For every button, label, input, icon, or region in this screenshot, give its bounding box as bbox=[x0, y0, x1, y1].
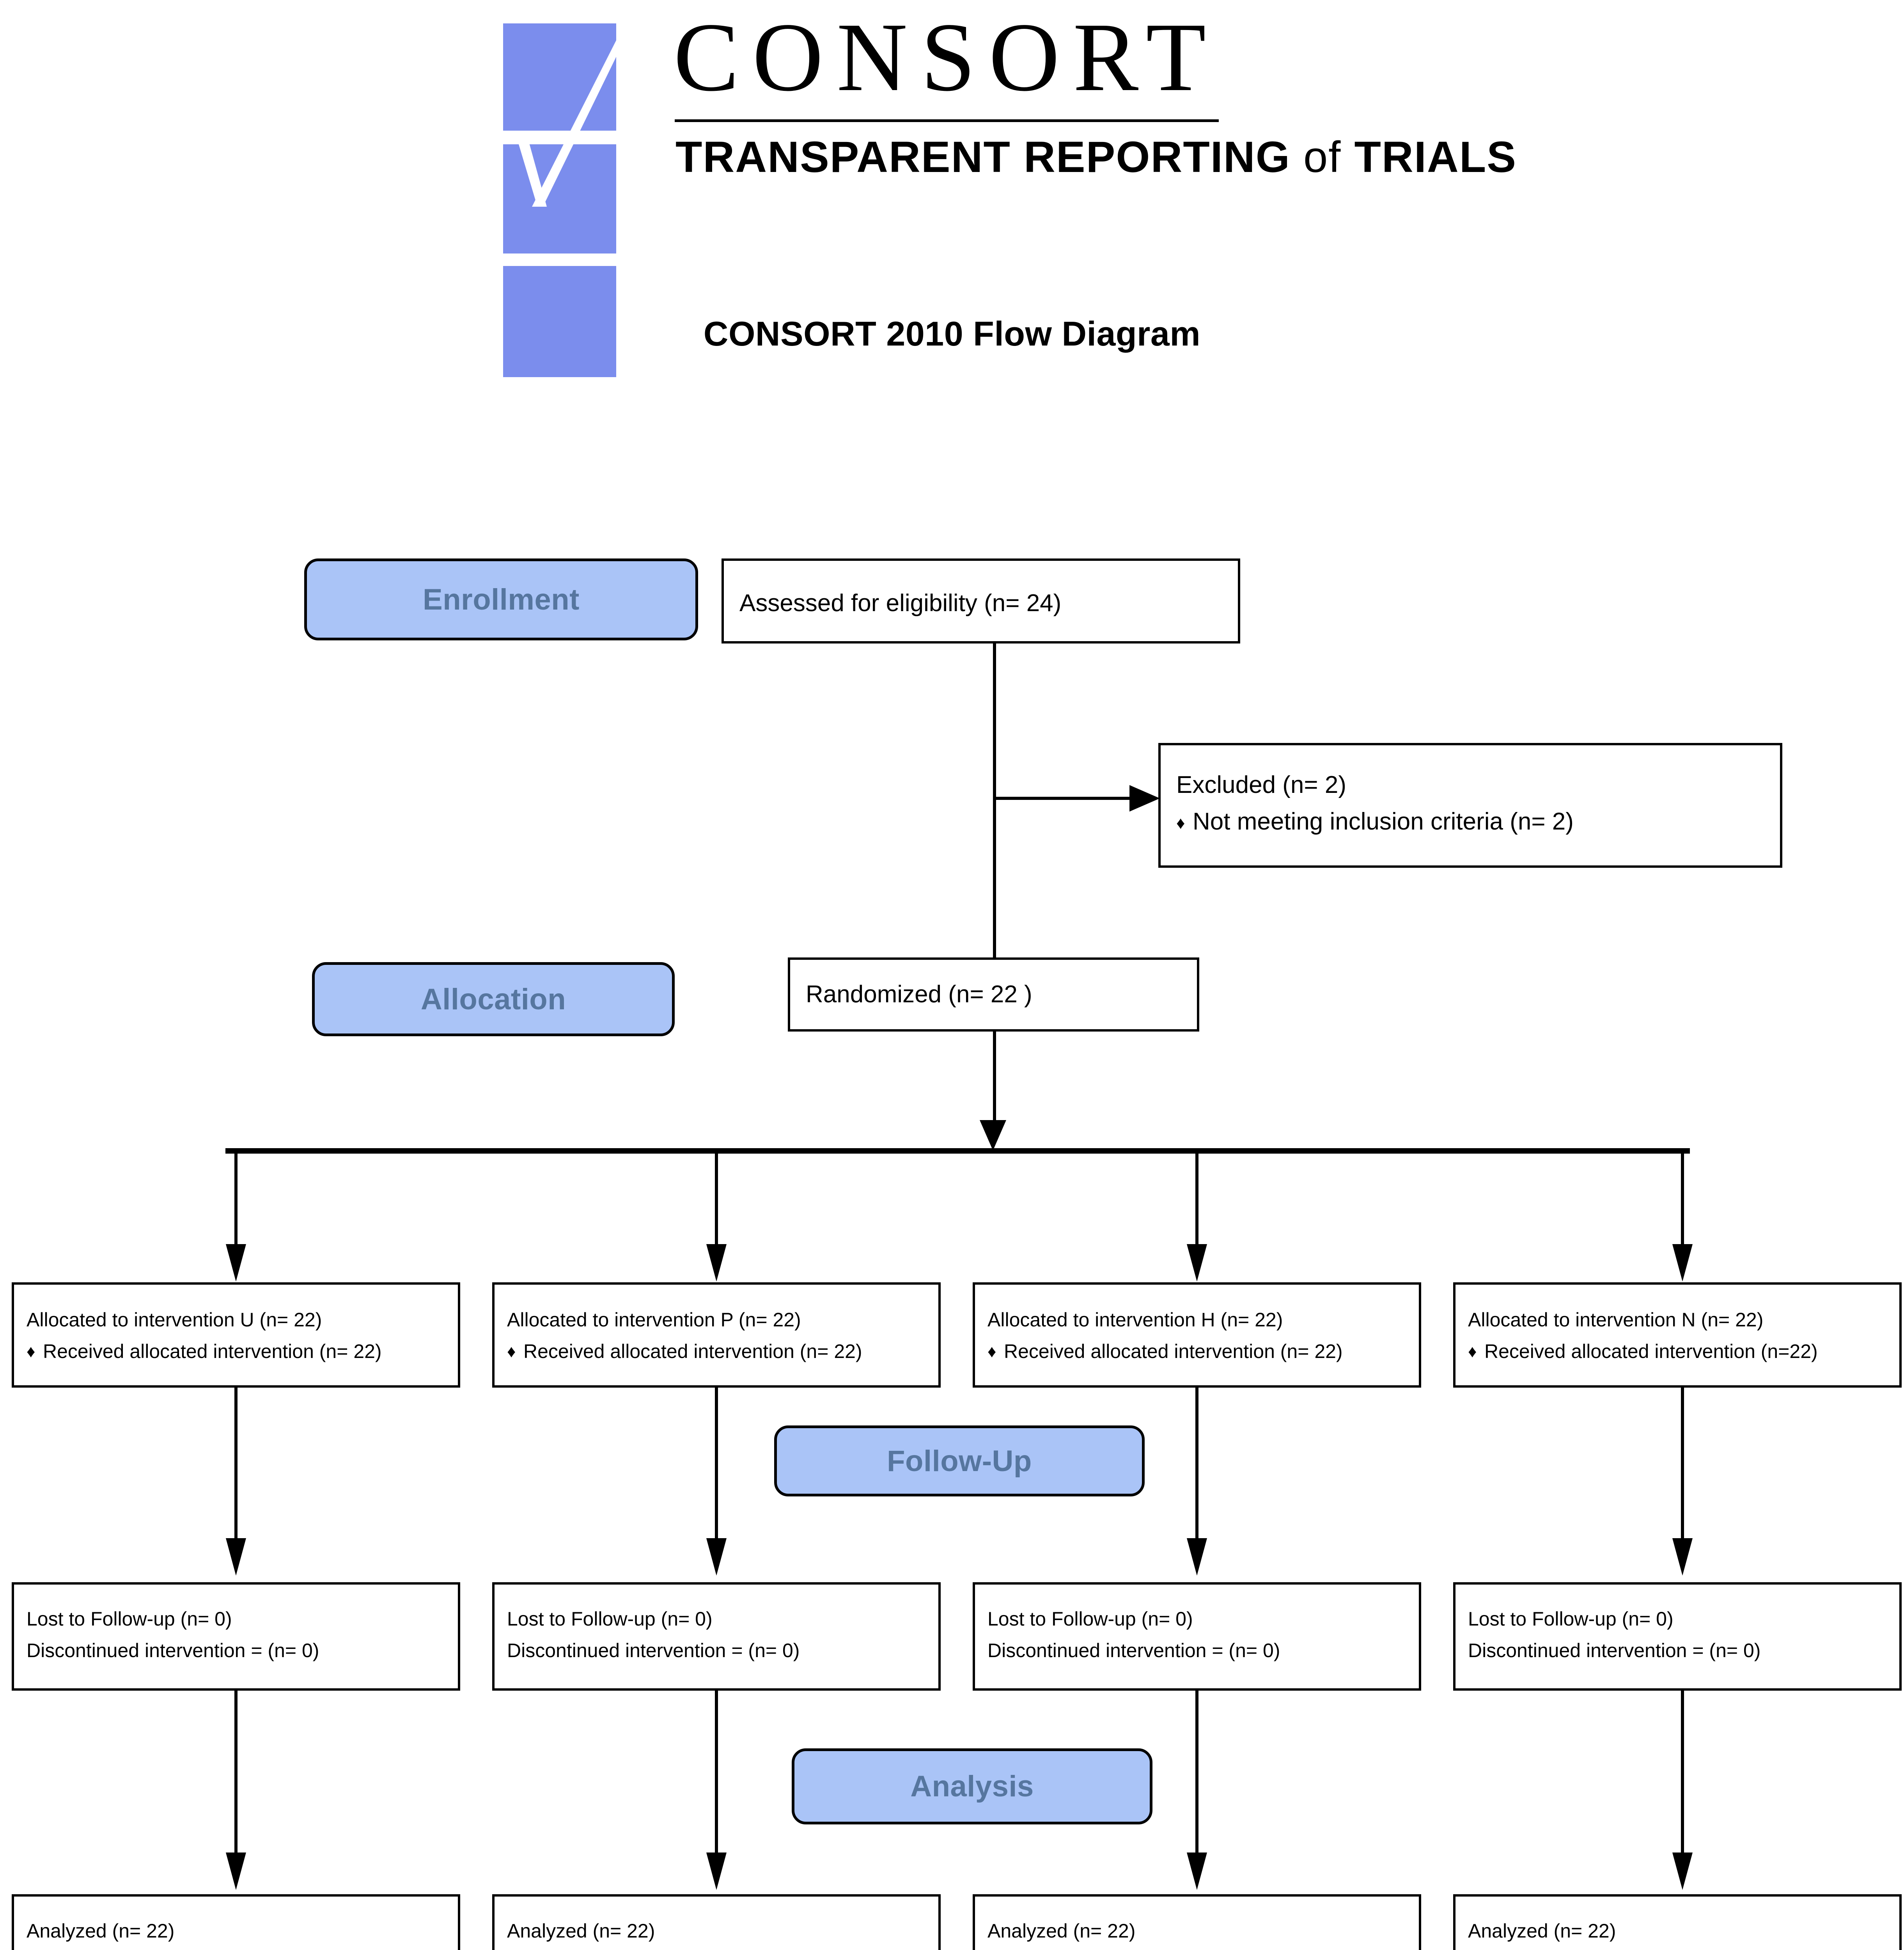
box-excluded: Excluded (n= 2) ♦ Not meeting inclusion c… bbox=[1158, 743, 1782, 868]
followup-line-1: Lost to Follow-up (n= 0) bbox=[27, 1608, 232, 1630]
analysis-title: Analyzed (n= 22) bbox=[987, 1920, 1136, 1942]
arrow-to-analysis-h bbox=[1187, 1852, 1207, 1890]
allocation-bullet-text: Received allocated intervention (n= 22) bbox=[1004, 1340, 1343, 1362]
diamond-bullet-icon: ♦ bbox=[987, 1342, 996, 1361]
allocation-bullet-text: Received allocated intervention (n= 22) bbox=[523, 1340, 862, 1362]
connector-fu-to-analysis-h bbox=[1195, 1691, 1198, 1858]
allocation-bullet-line: ♦ Received allocated intervention (n=22) bbox=[1468, 1336, 1887, 1367]
allocation-title: Allocated to intervention P (n= 22) bbox=[507, 1309, 801, 1331]
diamond-bullet-icon: ♦ bbox=[507, 1342, 516, 1361]
excluded-title: Excluded (n= 2) bbox=[1176, 771, 1346, 798]
diamond-bullet-icon: ♦ bbox=[1468, 1342, 1477, 1361]
analysis-title: Analyzed (n= 22) bbox=[507, 1920, 655, 1942]
arrow-to-alloc-p bbox=[706, 1244, 727, 1282]
assessed-text: Assessed for eligibility (n= 24) bbox=[739, 590, 1062, 617]
box-analysis-h: Analyzed (n= 22) •Excluded from analysis… bbox=[973, 1894, 1421, 1950]
consort-logo: CONSORT TRANSPARENT REPORTING of TRIALS bbox=[496, 2, 1516, 377]
connector-fu-to-analysis-p bbox=[715, 1691, 718, 1858]
logo-block-middle bbox=[503, 144, 616, 254]
followup-line-2: Discontinued intervention = (n= 0) bbox=[507, 1640, 800, 1661]
allocation-bullet-line: ♦ Received allocated intervention (n= 22) bbox=[27, 1336, 445, 1367]
logo-block-bottom bbox=[503, 266, 616, 377]
allocation-title: Allocated to intervention H (n= 22) bbox=[987, 1309, 1283, 1331]
connector-split-to-alloc-p bbox=[715, 1148, 718, 1250]
arrow-to-alloc-u bbox=[226, 1244, 246, 1282]
split-bar-allocation bbox=[225, 1148, 1690, 1154]
logo-tagline-of: of bbox=[1303, 133, 1342, 181]
allocation-bullet-line: ♦ Received allocated intervention (n= 22) bbox=[987, 1336, 1406, 1367]
arrow-to-fu-h bbox=[1187, 1538, 1207, 1576]
logo-blocks-icon bbox=[496, 23, 656, 377]
box-randomized: Randomized (n= 22 ) bbox=[788, 957, 1199, 1032]
arrow-to-excluded bbox=[1129, 785, 1160, 812]
arrow-to-analysis-n bbox=[1672, 1852, 1693, 1890]
connector-alloc-to-fu-h bbox=[1195, 1388, 1198, 1544]
analysis-title: Analyzed (n= 22) bbox=[1468, 1920, 1616, 1942]
logo-tagline-suffix: TRIALS bbox=[1354, 133, 1517, 181]
box-analysis-n: Analyzed (n= 22) •Excluded from analysis… bbox=[1453, 1894, 1902, 1950]
connector-randomized-down bbox=[993, 1032, 996, 1127]
analysis-title: Analyzed (n= 22) bbox=[27, 1920, 175, 1942]
box-allocation-n: Allocated to intervention N (n= 22) ♦ Rec… bbox=[1453, 1282, 1902, 1388]
arrow-to-fu-p bbox=[706, 1538, 727, 1576]
connector-split-to-alloc-n bbox=[1681, 1148, 1684, 1250]
excluded-bullet-text: Not meeting inclusion criteria (n= 2) bbox=[1193, 808, 1574, 835]
stage-badge-followup: Follow-Up bbox=[774, 1425, 1145, 1496]
connector-split-to-alloc-h bbox=[1195, 1148, 1198, 1250]
analysis-bullet-line: •Excluded from analysis (n= 0) bbox=[1468, 1947, 1887, 1950]
box-analysis-u: Analyzed (n= 22) •Excluded from analysis… bbox=[12, 1894, 460, 1950]
allocation-bullet-text: Received allocated intervention (n=22) bbox=[1484, 1340, 1818, 1362]
connector-alloc-to-fu-n bbox=[1681, 1388, 1684, 1544]
arrow-to-fu-u bbox=[226, 1538, 246, 1576]
connector-split-to-alloc-u bbox=[234, 1148, 238, 1250]
box-assessed-for-eligibility: Assessed for eligibility (n= 24) bbox=[722, 558, 1240, 644]
allocation-bullet-line: ♦ Received allocated intervention (n= 22) bbox=[507, 1336, 926, 1367]
arrow-randomized-to-split bbox=[980, 1120, 1006, 1150]
followup-line-2: Discontinued intervention = (n= 0) bbox=[987, 1640, 1280, 1661]
followup-line-2: Discontinued intervention = (n= 0) bbox=[1468, 1640, 1761, 1661]
followup-line-1: Lost to Follow-up (n= 0) bbox=[507, 1608, 713, 1630]
followup-line-1: Lost to Follow-up (n= 0) bbox=[1468, 1608, 1674, 1630]
analysis-bullet-line: •Excluded from analysis (n= 0) bbox=[507, 1947, 926, 1950]
allocation-bullet-text: Received allocated intervention (n= 22) bbox=[43, 1340, 382, 1362]
arrow-to-alloc-n bbox=[1672, 1244, 1693, 1282]
connector-fu-to-analysis-u bbox=[234, 1691, 238, 1858]
box-followup-h: Lost to Follow-up (n= 0) Discontinued in… bbox=[973, 1582, 1421, 1691]
connector-alloc-to-fu-p bbox=[715, 1388, 718, 1544]
arrow-to-analysis-p bbox=[706, 1852, 727, 1890]
box-analysis-p: Analyzed (n= 22) •Excluded from analysis… bbox=[492, 1894, 941, 1950]
box-followup-u: Lost to Follow-up (n= 0) Discontinued in… bbox=[12, 1582, 460, 1691]
connector-alloc-to-fu-u bbox=[234, 1388, 238, 1544]
allocation-title: Allocated to intervention N (n= 22) bbox=[1468, 1309, 1764, 1331]
logo-block-top bbox=[503, 23, 616, 131]
randomized-text: Randomized (n= 22 ) bbox=[806, 981, 1032, 1008]
box-allocation-p: Allocated to intervention P (n= 22) ♦ Rec… bbox=[492, 1282, 941, 1388]
box-followup-n: Lost to Follow-up (n= 0) Discontinued in… bbox=[1453, 1582, 1902, 1691]
stage-badge-analysis: Analysis bbox=[792, 1748, 1152, 1824]
analysis-bullet-line: •Excluded from analysis (n= 0) bbox=[987, 1947, 1406, 1950]
connector-to-excluded bbox=[993, 797, 1130, 800]
arrow-to-alloc-h bbox=[1187, 1244, 1207, 1282]
logo-tagline-prefix: TRANSPARENT REPORTING bbox=[675, 133, 1291, 181]
box-followup-p: Lost to Follow-up (n= 0) Discontinued in… bbox=[492, 1582, 941, 1691]
diamond-bullet-icon: ♦ bbox=[27, 1342, 35, 1361]
arrow-to-analysis-u bbox=[226, 1852, 246, 1890]
stage-badge-allocation: Allocation bbox=[312, 962, 675, 1036]
connector-fu-to-analysis-n bbox=[1681, 1691, 1684, 1858]
followup-line-2: Discontinued intervention = (n= 0) bbox=[27, 1640, 319, 1661]
analysis-bullet-line: •Excluded from analysis (n= 0) bbox=[27, 1947, 445, 1950]
logo-wordmark: CONSORT bbox=[674, 2, 1220, 112]
logo-tagline: TRANSPARENT REPORTING of TRIALS bbox=[675, 132, 1516, 182]
arrow-to-fu-n bbox=[1672, 1538, 1693, 1576]
box-allocation-u: Allocated to intervention U (n= 22) ♦ Rec… bbox=[12, 1282, 460, 1388]
excluded-bullet-line: ♦ Not meeting inclusion criteria (n= 2) bbox=[1176, 803, 1764, 840]
diamond-bullet-icon: ♦ bbox=[1176, 814, 1185, 833]
logo-divider bbox=[675, 119, 1219, 122]
allocation-title: Allocated to intervention U (n= 22) bbox=[27, 1309, 322, 1331]
page-title: CONSORT 2010 Flow Diagram bbox=[703, 314, 1201, 353]
stage-badge-enrollment: Enrollment bbox=[304, 558, 698, 640]
box-allocation-h: Allocated to intervention H (n= 22) ♦ Rec… bbox=[973, 1282, 1421, 1388]
connector-assessed-to-randomized bbox=[993, 644, 996, 959]
followup-line-1: Lost to Follow-up (n= 0) bbox=[987, 1608, 1193, 1630]
